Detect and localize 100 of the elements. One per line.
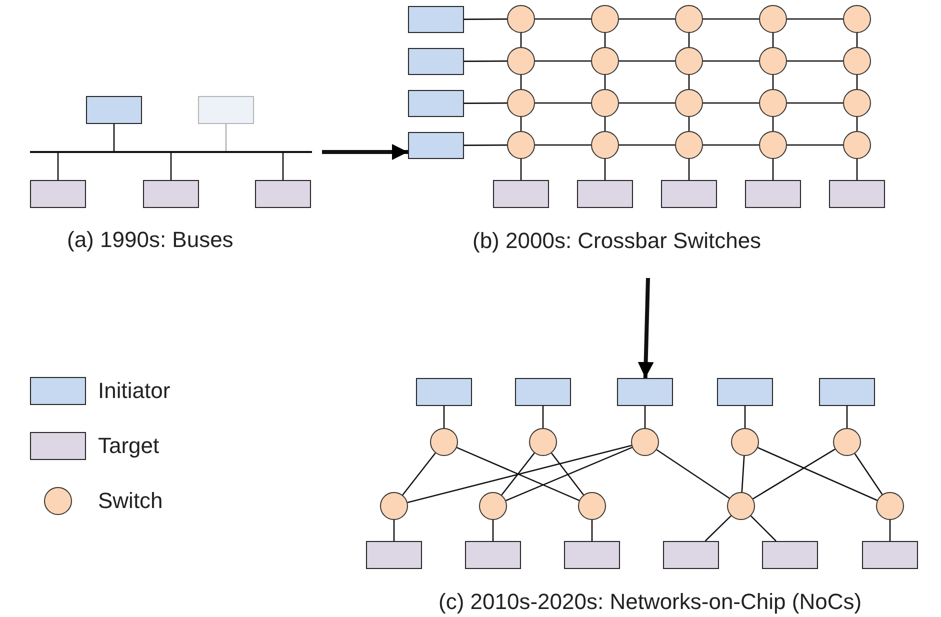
caption: (b) 2000s: Crossbar Switches	[472, 228, 762, 254]
connector-line	[506, 446, 632, 502]
target-block	[493, 180, 549, 208]
initiator-block	[717, 378, 773, 406]
initiator-block	[408, 132, 464, 159]
target-block	[366, 541, 422, 569]
initiator-block	[515, 378, 571, 406]
target-block	[829, 180, 885, 208]
target-block	[661, 180, 717, 208]
switch-node	[731, 428, 759, 456]
switch-node	[507, 131, 535, 159]
target-block	[663, 541, 719, 569]
connector-line	[619, 60, 675, 62]
initiator-block	[86, 96, 142, 124]
target-block	[465, 541, 521, 569]
switch-node	[507, 5, 535, 33]
connector-line	[703, 102, 759, 104]
switch-node	[833, 428, 861, 456]
switch-node	[843, 5, 871, 33]
connector-line	[535, 60, 591, 62]
initiator-block	[416, 378, 472, 406]
connector-line	[542, 406, 544, 428]
connector-line	[856, 33, 858, 47]
connector-line	[703, 60, 759, 62]
connector-line	[741, 456, 745, 492]
connector-line	[856, 75, 858, 89]
connector-line	[407, 444, 632, 504]
connector-line	[492, 520, 494, 541]
switch-node	[876, 492, 904, 520]
connector-line	[619, 144, 675, 146]
connector-line	[846, 406, 848, 428]
connector-line	[464, 60, 507, 62]
arrow	[638, 278, 654, 378]
switch-node	[675, 89, 703, 117]
arrow	[322, 144, 408, 160]
connector-line	[772, 75, 774, 89]
switch-node	[430, 428, 458, 456]
initiator-block	[198, 96, 254, 124]
connector-line	[535, 144, 591, 146]
switch-node	[675, 47, 703, 75]
switch-node	[591, 89, 619, 117]
switch-node	[380, 492, 408, 520]
connector-line	[688, 117, 690, 131]
target-block	[862, 541, 918, 569]
legend-label: Target	[98, 433, 160, 459]
target-block	[745, 180, 801, 208]
connector-line	[772, 159, 774, 180]
switch-node	[529, 428, 557, 456]
switch-node	[479, 492, 507, 520]
target-block	[30, 180, 86, 208]
caption: (a) 1990s: Buses	[67, 227, 234, 253]
connector-line	[854, 453, 883, 495]
connector-line	[520, 117, 522, 131]
switch-node	[727, 492, 755, 520]
connector-line	[787, 60, 843, 62]
connector-line	[688, 75, 690, 89]
connector-line	[856, 117, 858, 131]
switch-node	[759, 89, 787, 117]
target-block	[564, 541, 620, 569]
connector-line	[591, 520, 593, 541]
switch-node	[591, 5, 619, 33]
connector-line	[393, 520, 395, 541]
connector-line	[787, 102, 843, 104]
connector-line	[750, 515, 776, 542]
initiator-block	[408, 90, 464, 117]
connector-line	[443, 406, 445, 428]
connector-line	[787, 18, 843, 20]
switch-node	[591, 47, 619, 75]
connector-line	[57, 152, 59, 180]
initiator-block	[617, 378, 673, 406]
switch-node	[507, 47, 535, 75]
switch-node	[843, 131, 871, 159]
connector-line	[282, 152, 284, 180]
initiator-block	[408, 48, 464, 75]
connector-line	[501, 452, 535, 496]
connector-line	[752, 448, 836, 500]
switch-node	[759, 5, 787, 33]
connector-line	[703, 144, 759, 146]
connector-line	[688, 159, 690, 180]
connector-line	[535, 18, 591, 20]
connector-line	[604, 117, 606, 131]
switch-node	[675, 5, 703, 33]
connector-line	[604, 75, 606, 89]
connector-line	[456, 446, 580, 502]
connector-line	[758, 447, 878, 501]
switch-node	[507, 89, 535, 117]
target-block	[255, 180, 311, 208]
connector-line	[787, 144, 843, 146]
connector-line	[464, 144, 507, 146]
switch-node	[843, 47, 871, 75]
initiator-block	[819, 378, 875, 406]
switch-node	[843, 89, 871, 117]
connector-line	[656, 449, 730, 499]
legend-label: Switch	[98, 488, 163, 514]
initiator-block	[408, 6, 464, 33]
target-block	[577, 180, 633, 208]
connector-line	[772, 33, 774, 47]
connector-line	[889, 520, 891, 541]
target-block	[762, 541, 818, 569]
connector-line	[688, 33, 690, 47]
